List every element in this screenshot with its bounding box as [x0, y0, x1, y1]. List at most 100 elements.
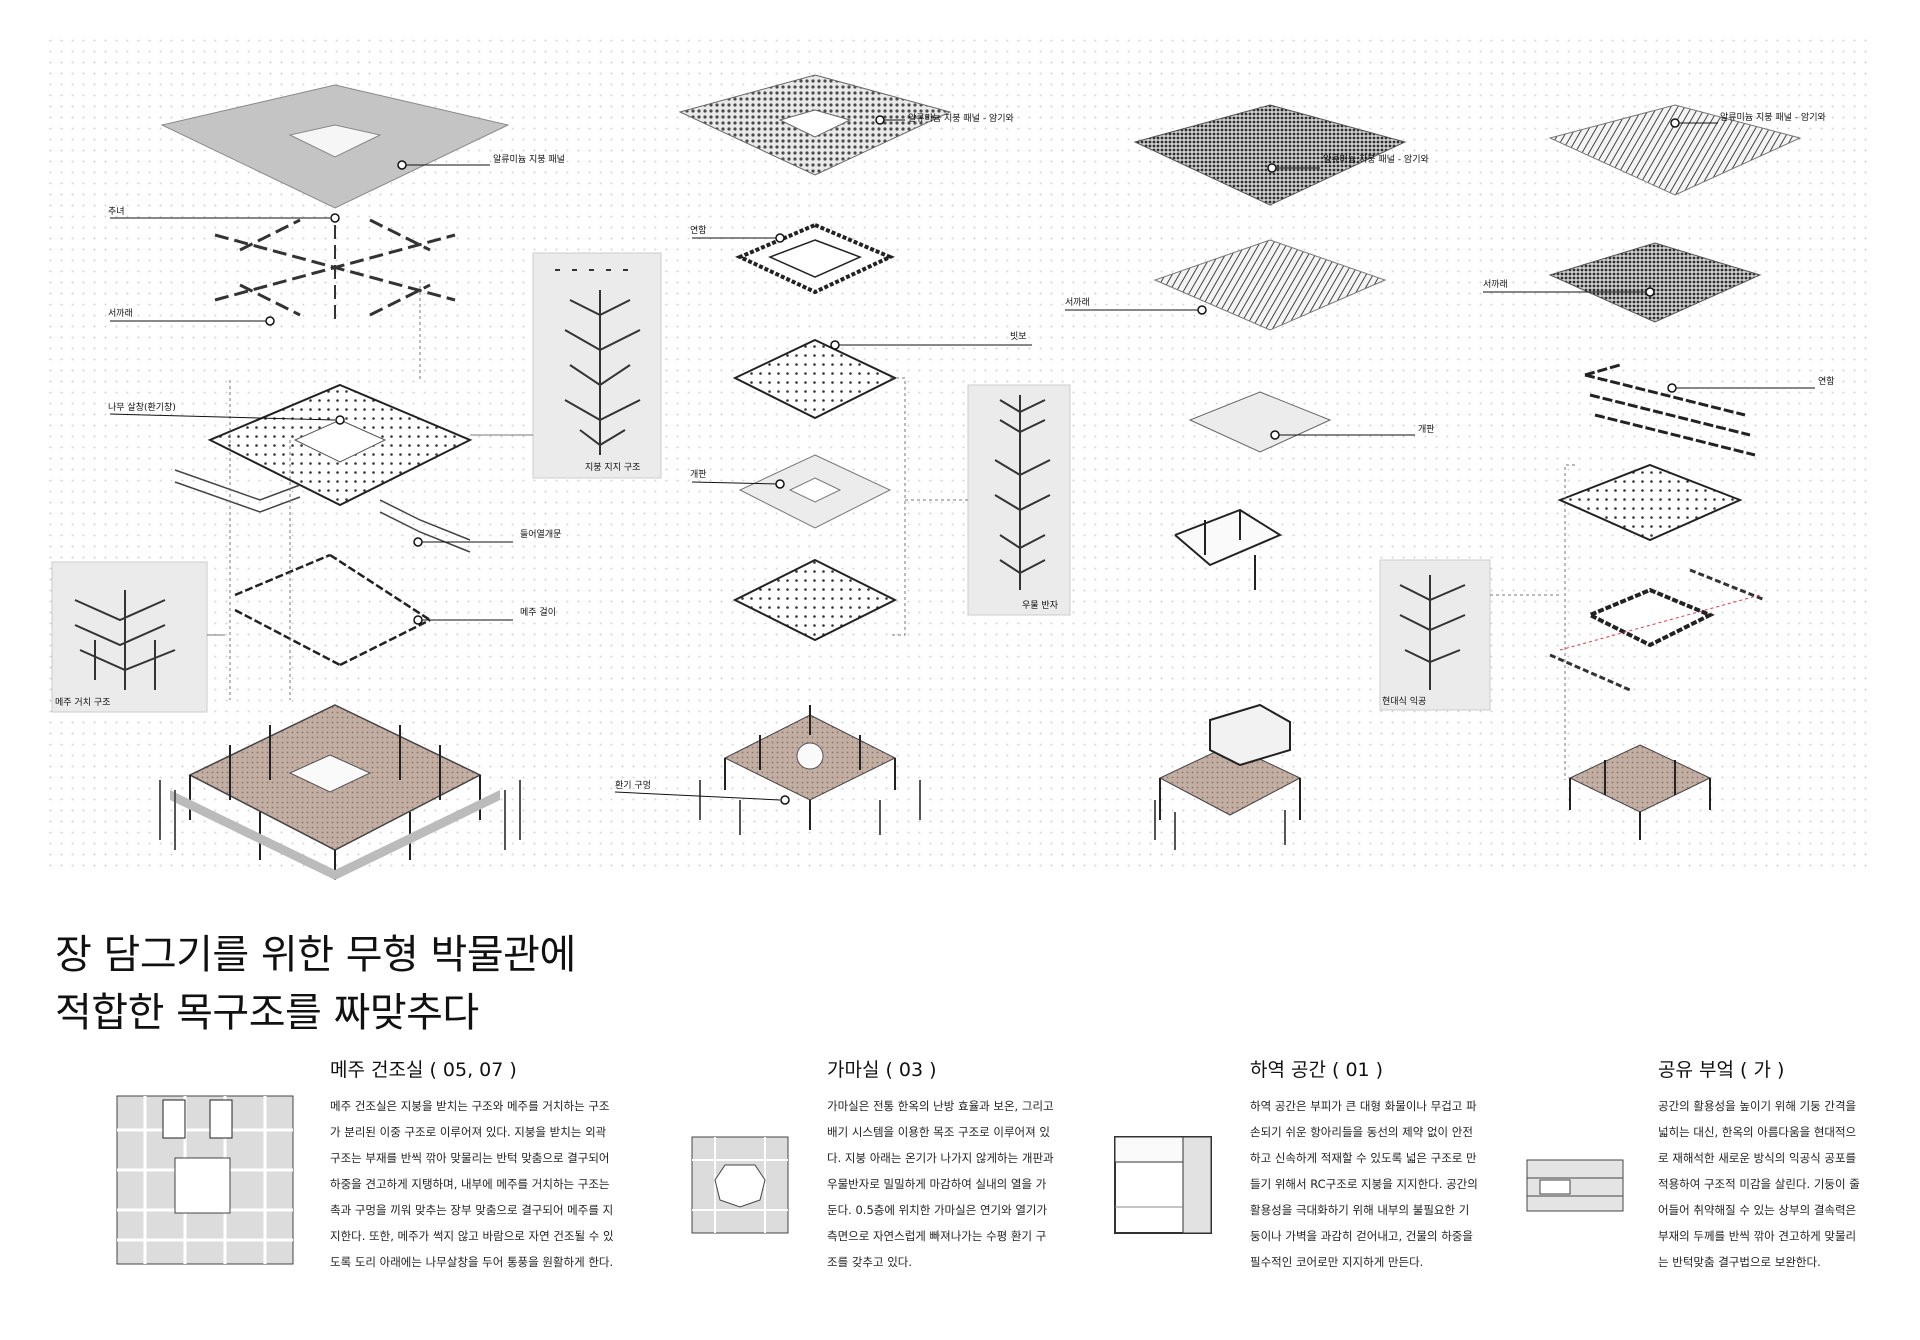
kitchen-side-beams: [1549, 568, 1766, 692]
label-modern-bracket: 현대식 익공: [1382, 697, 1427, 707]
gama-room-walls: [724, 705, 896, 830]
section-body-gama-room: 가마실은 전통 한옥의 난방 효율과 보온, 그리고 배기 시스템을 이용한 목…: [827, 1093, 1077, 1275]
body-line: 측면으로 자연스럽게 빠져나가는 수평 환기 구: [827, 1229, 1047, 1243]
label-seokarae-4: 서까래: [1483, 280, 1508, 290]
kitchen-walls: [1569, 760, 1711, 840]
plan-loading-space: [1114, 1136, 1212, 1234]
rc-core-walls: [1174, 508, 1283, 590]
body-line: 넓히는 대신, 한옥의 아름다움을 현대적으: [1658, 1125, 1857, 1139]
lattice-courtyard: [293, 419, 387, 463]
loading-ground-columns: [1154, 800, 1286, 850]
column-1-meju-drying: [51, 84, 662, 880]
roof-opening: [288, 124, 382, 158]
body-line: 들기 위해서 RC구조로 지붕을 지지한다. 공간의: [1250, 1177, 1478, 1191]
section-title-shared-kitchen: 공유 부엌 ( 가 ): [1658, 1059, 1785, 1081]
loading-room-walls: [1159, 703, 1301, 820]
label-chunyeo: 추녀: [108, 207, 125, 217]
body-line: 적용하여 구조적 미감을 살린다. 기둥이 줄: [1658, 1177, 1860, 1191]
column-4-marker-circles: [1645, 118, 1680, 393]
label-vent-hole: 환기 구멍: [615, 781, 651, 791]
label-wood-lattice-window: 나무 살창(환기창): [108, 403, 176, 413]
loading-room-floor: [1158, 744, 1302, 816]
body-line: 배기 시스템을 이용한 목조 구조로 이루어져 있: [827, 1125, 1050, 1139]
ubul-banja-members: [994, 395, 1051, 590]
column-3-loading-space: [1065, 104, 1415, 850]
column-3-marker-circles: [1197, 163, 1280, 440]
label-gaepan-3: 개판: [1418, 425, 1435, 435]
yeonham-inner: [768, 239, 862, 278]
label-aluminum-roof-panel-amgiwa: 알류미늄 지붕 패널 - 암기와: [908, 114, 1014, 124]
column-2-dashed-guides: [890, 377, 968, 636]
dense-roof-panel: [1133, 104, 1407, 206]
label-baenjo: 빗보: [1010, 332, 1027, 342]
label-seokarae-3: 서까래: [1065, 298, 1090, 308]
plan-meju-drying-room: [116, 1095, 294, 1265]
ubul-grid: [732, 558, 898, 642]
label-aluminum-roof-panel-amgiwa-3: 알류미늄 지붕 패널 - 암기와: [1323, 155, 1429, 165]
body-line: 하중을 견고하게 지탱하며, 내부에 메주를 거치하는 구조는: [330, 1177, 610, 1191]
yeonham-bars: [1584, 363, 1756, 457]
headline-line-2: 적합한 목구조를 짜맞추다: [55, 990, 479, 1036]
column-1-dashed-guides: [207, 280, 533, 700]
body-line: 도록 도리 아래에는 나무살창을 두어 통풍을 원활하게 한다.: [330, 1255, 614, 1269]
column-2-gama-room: [614, 74, 1071, 835]
body-line: 촉과 구멍을 끼워 맞추는 장부 맞춤으로 결구되어 메주를 지: [330, 1203, 614, 1217]
body-line: 다. 지붕 아래는 온기가 나가지 않게하는 개판과: [827, 1151, 1054, 1165]
label-ubul-banja: 우물 반자: [1022, 601, 1058, 611]
body-line: 둥이나 가벽을 과감히 걷어내고, 건물의 하중을: [1250, 1229, 1473, 1243]
red-alignment-line: [1559, 594, 1761, 651]
body-line: 공간의 활용성을 높이기 위해 기둥 간격을: [1658, 1099, 1857, 1113]
roof-panel-opening: [778, 109, 852, 138]
body-line: 우물반자로 밀밀하게 마감하여 실내의 열을 가: [827, 1177, 1047, 1191]
column-1-marker-circles: [265, 160, 423, 625]
body-line: 둔다. 0.5층에 위치한 가마실은 연기와 열기가: [827, 1203, 1048, 1217]
section-body-shared-kitchen: 공간의 활용성을 높이기 위해 기둥 간격을 넓히는 대신, 한옥의 아름다움을…: [1658, 1093, 1898, 1275]
body-line: 메주 건조실은 지붕을 받치는 구조와 메주를 거치하는 구조: [330, 1099, 610, 1113]
label-yeonham-4: 연함: [1818, 377, 1835, 387]
striped-roof-panel: [1548, 104, 1802, 196]
dense-rafter-panel: [1548, 242, 1762, 323]
kitchen-beam-grid: [1557, 463, 1743, 542]
label-lifting-door: 들어열개문: [520, 530, 562, 540]
label-gaepan: 개판: [690, 470, 707, 480]
plan-shared-kitchen: [1526, 1159, 1624, 1212]
roof-support-inset-panel: [532, 252, 662, 479]
kitchen-bracket-frame: [1585, 587, 1715, 648]
plan-gama-room: [691, 1136, 789, 1234]
body-line: 하고 신속하게 적재할 수 있도록 넓은 구조로 만: [1250, 1151, 1477, 1165]
body-line: 필수적인 코어로만 지지하게 만든다.: [1250, 1255, 1424, 1269]
body-line: 어들어 취약해질 수 있는 상부의 결속력은: [1658, 1203, 1857, 1217]
meju-support-members: [74, 590, 176, 690]
body-line: 구조는 부재를 반씩 깎아 맞물리는 반턱 맞춤으로 결구되어: [330, 1151, 610, 1165]
body-line: 가마실은 전통 한옥의 난방 효율과 보온, 그리고: [827, 1099, 1054, 1113]
lifting-door-panels: [174, 469, 471, 553]
body-line: 하역 공간은 부피가 큰 대형 화물이나 무겁고 파: [1250, 1099, 1477, 1113]
column-4-shared-kitchen: [1379, 104, 1815, 840]
meju-support-inset-panel: [51, 561, 208, 713]
section-body-meju-drying: 메주 건조실은 지붕을 받치는 구조와 메주를 거치하는 구조 가 분리된 이중…: [330, 1093, 650, 1275]
section-title-loading-space: 하역 공간 ( 01 ): [1250, 1059, 1384, 1081]
column-3-leader-lines: [1065, 167, 1415, 436]
gama-room-ground-columns: [699, 780, 921, 835]
body-line: 지한다. 또한, 메주가 썩지 않고 바람으로 자연 건조될 수 있: [330, 1229, 614, 1243]
body-line: 활용성을 극대화하기 위해 내부의 불필요한 기: [1250, 1203, 1470, 1217]
body-line: 조를 갖추고 있다.: [827, 1255, 913, 1269]
baenjo-grid: [732, 338, 898, 420]
body-line: 가 분리된 이중 구조로 이루어져 있다. 지붕을 받치는 외곽: [330, 1125, 607, 1139]
chunyeo-rafters: [214, 218, 456, 320]
column-2-marker-circles: [775, 115, 885, 805]
column-1-leader-lines: [109, 164, 513, 621]
roof-support-members: [555, 269, 641, 455]
meju-hanger-beams: [234, 553, 431, 667]
exploded-axonometric-diagrams: [51, 74, 1815, 880]
body-line: 부재의 두께를 반씩 깎아 견고하게 맞물리: [1658, 1229, 1857, 1243]
label-aluminum-roof-panel: 알류미늄 지붕 패널: [493, 155, 565, 165]
body-line: 는 반턱맞춤 결구법으로 보완한다.: [1658, 1255, 1821, 1269]
section-title-meju-drying: 메주 건조실 ( 05, 07 ): [330, 1059, 517, 1081]
headline-line-1: 장 담그기를 위한 무형 박물관에: [55, 932, 576, 978]
gaepan-opening: [788, 477, 842, 503]
body-line: 로 재해석한 새로운 방식의 익공식 공포를: [1658, 1151, 1857, 1165]
gama-room-oculus: [796, 742, 824, 770]
column-4-leader-lines: [1483, 122, 1815, 389]
